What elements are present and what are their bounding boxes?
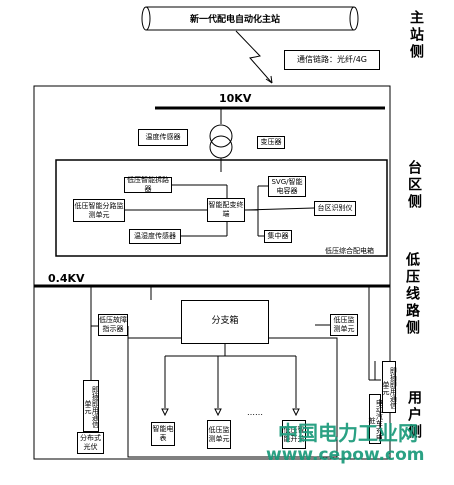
master-station-label: 新一代配电自动化主站: [190, 15, 281, 25]
lv-cabinet-frame: [55, 159, 388, 257]
comm-link-box: 通信链路：光纤/4G: [284, 50, 380, 70]
humidity-sensor-box: 温湿度传感器: [129, 229, 181, 244]
comm-link-bolt: [235, 30, 273, 84]
ellipsis-label: ……: [247, 408, 263, 417]
plug-comm-unit-box: 即插即用通信单元: [83, 380, 99, 432]
distributed-pv-box: 分布式光伏: [77, 432, 104, 454]
concentrator-box: 集中器: [264, 230, 292, 243]
fault-indicator-box: 低压故障指示器: [98, 314, 128, 336]
side-label-area: 台区侧: [406, 160, 422, 211]
transformer-box: 变压器: [257, 136, 285, 149]
ev-charger-box: 电动汽车充电桩: [368, 394, 383, 444]
lv-branch-monitor-box: 低压智能分路监测单元: [73, 199, 125, 222]
master-station-shape: [141, 6, 359, 31]
area-identifier-box: 台区识别仪: [314, 201, 356, 216]
branch-box: 分支箱: [181, 300, 269, 344]
plug-ev-unit-box: 即插即用通信单元: [382, 361, 397, 413]
area-frame: [33, 85, 391, 460]
watermark-cn: 中国电力工业网: [278, 421, 418, 445]
lv-switch-sensor-box: 低压智能拆路器: [124, 176, 172, 193]
smart-terminal-box: 智能配变终端: [207, 198, 245, 222]
svg-capacitor-box: SVG/智能电容器: [268, 176, 306, 197]
temp-sensor-box: 温度传感器: [138, 129, 188, 146]
lv-monitor-unit-box: 低压监测单元: [330, 314, 358, 336]
transformer-symbol: [209, 124, 233, 148]
side-label-master: 主站侧: [408, 10, 424, 61]
watermark-url: www.cepow.com: [266, 445, 425, 465]
user-lv-monitor-box: 低压监测单元: [207, 420, 231, 449]
side-label-lv-line: 低压线路侧: [404, 252, 420, 337]
voltage-10kv-label: 10KV: [219, 92, 252, 105]
smart-meter-box: 智能电表: [151, 422, 175, 446]
voltage-04kv-label: 0.4KV: [48, 272, 85, 285]
cabinet-title: 低压综合配电箱: [325, 247, 374, 255]
lv-switch-box: 低压智能开关: [282, 420, 306, 449]
side-label-user: 用户侧: [406, 390, 422, 441]
